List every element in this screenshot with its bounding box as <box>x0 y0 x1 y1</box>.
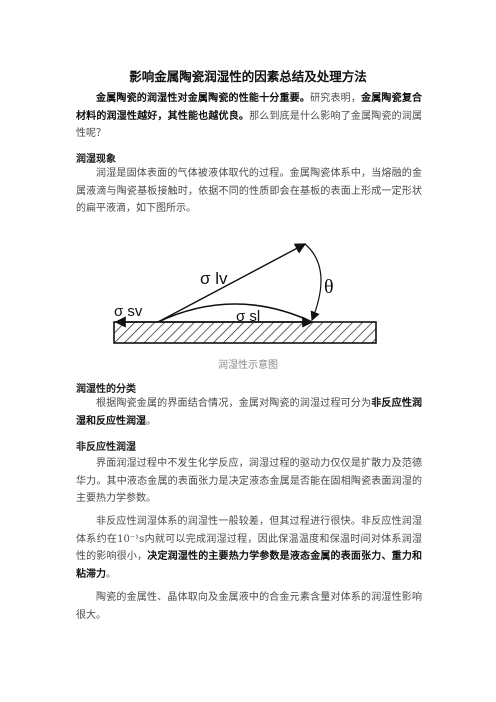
heading-wetting-classification: 润湿性的分类 <box>76 384 136 395</box>
heading-nonreactive-wetting: 非反应性润湿 <box>76 442 136 453</box>
sigma-lv-label: σ lv <box>200 269 228 288</box>
sigma-sv-label: σ sv <box>114 303 143 320</box>
sigma-lv-arrow <box>157 243 307 323</box>
substrate <box>113 321 377 344</box>
nonreactive-paragraph-2: 非反应性润湿体系的润湿性一般较差，但其过程进行很快。非反应性润湿体系约在10⁻¹… <box>76 513 422 583</box>
classification-paragraph: 根据陶瓷金属的界面结合情况，金属对陶瓷的润湿过程可分为非反应性润湿和反应性润湿。 <box>76 395 422 430</box>
classification-text-end: 。 <box>146 415 156 427</box>
intro-bold-1: 金属陶瓷的润湿性对金属陶瓷的性能十分重要。 <box>96 93 311 104</box>
classification-text: 根据陶瓷金属的界面结合情况，金属对陶瓷的润湿过程可分为 <box>96 398 372 409</box>
theta-angle-arc <box>304 243 322 322</box>
sigma-sl-label: σ sl <box>236 308 260 325</box>
droplet-outline <box>157 303 313 323</box>
heading-wetting-phenomenon: 润湿现象 <box>76 154 116 165</box>
nonreactive-p2-text: 非反应性润湿体系的润湿性一般较差，但其过程进行很快。非反应性润湿体系约在10⁻¹… <box>76 516 422 562</box>
nonreactive-p2-end: 。 <box>106 568 116 580</box>
intro-text-2: 那么到底是什么影响了金属陶瓷的润属性呢？ <box>76 110 423 140</box>
wetting-diagram: σ lv σ sv σ sl θ <box>113 243 377 344</box>
wetting-phenomenon-paragraph: 润湿是固体表面的气体被液体取代的过程。金属陶瓷体系中，当熔融的金属液滴与陶瓷基板… <box>76 168 422 214</box>
theta-label: θ <box>324 276 334 298</box>
classification-bold: 非反应性润湿和反应性润湿 <box>76 398 423 427</box>
nonreactive-paragraph-3: 陶瓷的金属性、晶体取向及金属液中的合金元素含量对体系的润湿性影响很大。 <box>76 592 422 621</box>
nonreactive-paragraph-1: 界面润湿过程中不发生化学反应，润湿过程的驱动力仅仅是扩散力及范德华力。其中液态金… <box>76 458 422 504</box>
intro-text-1: 研究表明， <box>310 93 362 104</box>
diagram-caption: 润湿性示意图 <box>218 360 278 371</box>
nonreactive-p2-bold: 决定润湿性的主要热力学参数是液态金属的表面张力、重力和粘滞力 <box>76 551 423 580</box>
intro-bold-2: 金属陶瓷复合材料的润湿性越好，其性能也越优良。 <box>76 93 423 122</box>
page-title: 影响金属陶瓷润湿性的因素总结及处理方法 <box>129 69 367 84</box>
intro-paragraph: 金属陶瓷的润湿性对金属陶瓷的性能十分重要。研究表明，金属陶瓷复合材料的润湿性越好… <box>76 90 422 143</box>
